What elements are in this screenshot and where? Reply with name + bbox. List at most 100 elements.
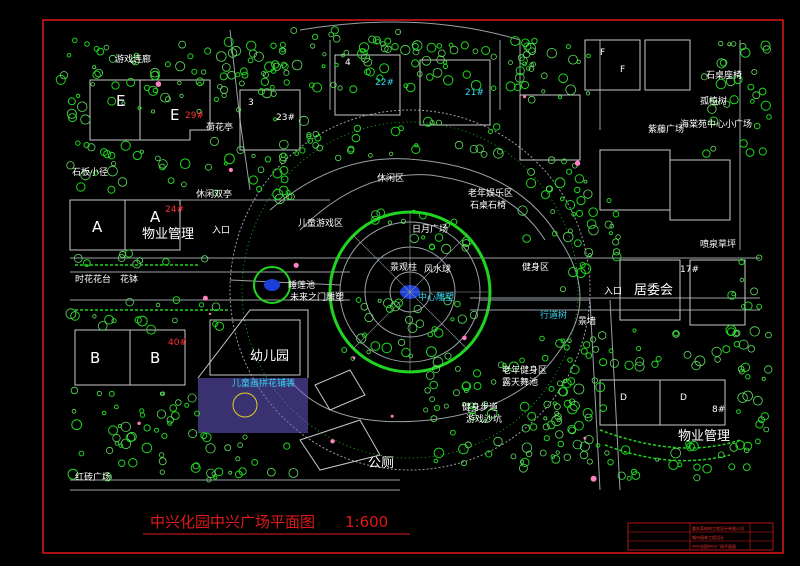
tree-symbol	[334, 62, 339, 68]
lotus-pond	[253, 266, 291, 304]
tree-symbol	[567, 338, 572, 343]
tree-symbol	[632, 328, 637, 333]
tree-symbol	[755, 420, 764, 429]
tree-symbol	[235, 72, 241, 78]
tree-symbol	[390, 126, 401, 137]
tree-symbol	[370, 341, 381, 351]
tree-symbol	[452, 389, 460, 397]
tree-symbol	[379, 63, 390, 74]
tree-symbol	[486, 408, 498, 419]
tree-symbol	[312, 130, 319, 138]
tree-symbol	[490, 85, 497, 91]
tree-symbol	[188, 429, 198, 439]
tree-symbol	[584, 435, 594, 445]
tree-symbol	[546, 420, 556, 430]
tree-symbol	[598, 331, 607, 340]
tree-symbol	[321, 64, 326, 69]
tree-symbol	[468, 402, 476, 410]
tree-symbol	[464, 441, 472, 449]
tree-symbol	[583, 179, 588, 184]
tree-symbol	[752, 91, 761, 100]
tree-symbol	[733, 329, 741, 337]
tree-symbol	[583, 189, 593, 199]
label-elder-area: 老年娱乐区	[468, 187, 513, 199]
tree-symbol	[269, 84, 275, 90]
label-stone-table: 石桌石椅	[470, 199, 506, 211]
tree-symbol	[517, 54, 525, 62]
tree-symbol	[755, 438, 761, 445]
tree-symbol	[224, 153, 235, 165]
flower-symbol	[202, 295, 208, 301]
tree-symbol	[213, 475, 218, 480]
tree-symbol	[580, 263, 592, 275]
tree-symbol	[376, 208, 386, 218]
tree-symbol	[739, 139, 748, 148]
tree-symbol	[384, 45, 392, 53]
tree-symbol	[525, 450, 533, 458]
tree-symbol	[553, 403, 561, 411]
tree-symbol	[234, 470, 243, 479]
tree-symbol	[73, 253, 83, 263]
tree-symbol	[608, 231, 614, 236]
label-stone-bench: 石板小径	[72, 166, 108, 178]
tree-symbol	[429, 120, 435, 126]
tree-symbol	[161, 432, 168, 439]
tree-symbol	[362, 332, 368, 338]
tree-symbol	[55, 74, 66, 85]
tree-symbol	[298, 115, 309, 127]
tree-symbol	[397, 338, 406, 346]
tree-symbol	[599, 358, 608, 367]
tree-symbol	[266, 467, 276, 477]
tree-symbol	[71, 419, 83, 431]
tree-symbol	[270, 68, 277, 74]
tree-symbol	[760, 40, 771, 51]
tree-symbol	[160, 391, 166, 396]
tree-symbol	[400, 44, 411, 56]
tree-symbol	[136, 315, 148, 327]
tree-symbol	[264, 156, 272, 163]
tree-symbol	[668, 459, 679, 470]
tree-symbol	[248, 175, 258, 185]
label-tree-lane: 行道树	[540, 309, 567, 321]
tree-symbol	[125, 298, 134, 307]
tree-symbol	[493, 148, 504, 159]
tree-symbol	[604, 220, 613, 229]
tree-symbol	[745, 148, 755, 157]
tree-symbol	[184, 402, 190, 408]
tree-symbol	[385, 304, 394, 313]
tree-symbol	[150, 109, 155, 114]
tree-symbol	[228, 470, 233, 475]
tree-symbol	[508, 361, 520, 373]
tree-symbol	[433, 328, 444, 338]
tree-symbol	[743, 441, 753, 451]
tree-symbol	[368, 35, 377, 44]
tree-symbol	[435, 119, 442, 126]
tree-symbol	[107, 185, 116, 194]
tree-symbol	[251, 153, 256, 158]
tree-symbol	[179, 93, 184, 99]
tree-symbol	[235, 456, 241, 462]
tree-symbol	[462, 70, 471, 79]
tree-symbol	[158, 452, 165, 458]
tree-symbol	[599, 404, 608, 413]
tree-symbol	[585, 352, 593, 359]
tree-symbol	[766, 114, 772, 120]
tree-symbol	[758, 87, 767, 96]
tree-symbol	[756, 303, 763, 310]
tree-symbol	[283, 79, 290, 86]
tree-symbol	[187, 53, 194, 60]
tree-symbol	[739, 277, 745, 283]
tree-symbol	[80, 169, 91, 181]
tree-symbol	[270, 90, 277, 97]
tree-symbol	[120, 421, 131, 432]
tree-symbol	[497, 148, 503, 155]
tree-symbol	[152, 87, 158, 94]
tree-symbol	[443, 75, 454, 86]
tree-symbol	[760, 100, 771, 111]
tree-symbol	[416, 71, 423, 77]
tree-symbol	[540, 190, 550, 200]
tree-symbol	[545, 185, 553, 192]
label-fountain-lawn: 喷泉草坪	[700, 238, 736, 250]
tree-symbol	[558, 387, 569, 397]
tree-symbol	[728, 463, 736, 471]
